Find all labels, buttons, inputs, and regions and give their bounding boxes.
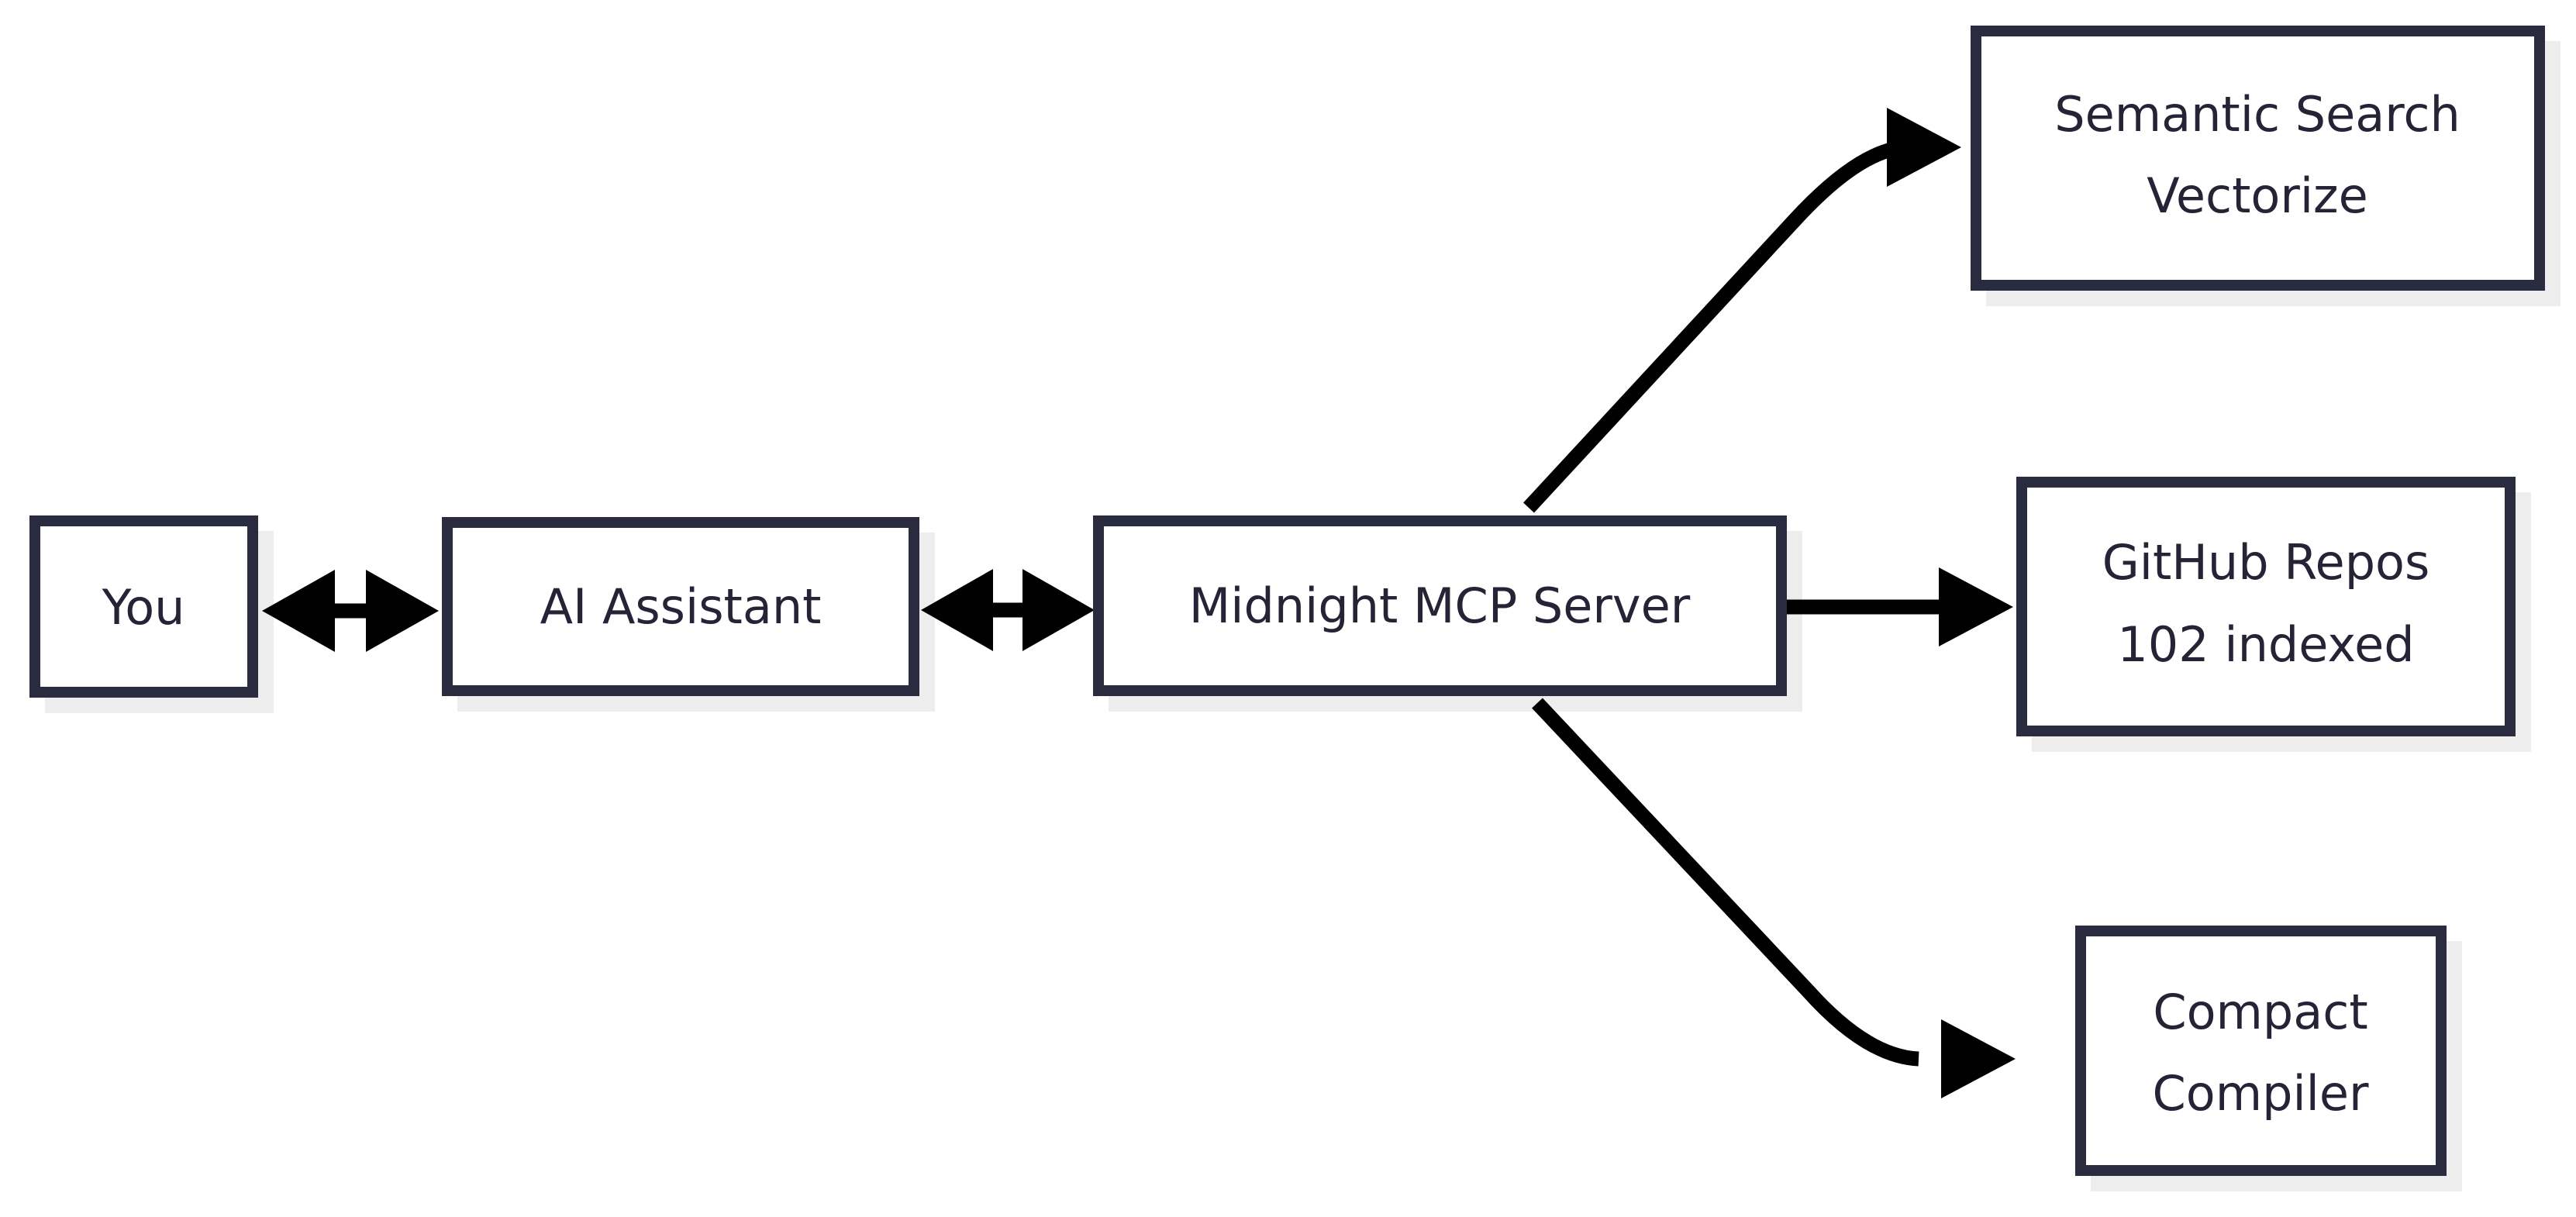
arrow-head-end (1941, 1019, 2016, 1098)
ai-assistant-label: AI Assistant (540, 578, 822, 635)
semantic-search-label-line2: Vectorize (2147, 167, 2367, 224)
edge-midnight-mcp-server-github-repos (1787, 567, 2013, 646)
you-label: You (102, 579, 185, 636)
arrow-head-right (366, 570, 439, 652)
arrow-head-left (262, 570, 335, 652)
arrow-head-right (1022, 569, 1095, 651)
arrow-head-end (1939, 567, 2013, 646)
arrow-head-end (1887, 108, 1961, 187)
github-repos-box[interactable] (2016, 477, 2516, 736)
node-compact-compiler[interactable]: Compact Compiler (2075, 926, 2447, 1176)
semantic-search-label-line1: Semantic Search (2054, 86, 2460, 143)
github-repos-label-line1: GitHub Repos (2102, 534, 2430, 591)
arrow-head-left (921, 569, 993, 651)
edge-midnight-mcp-server-semantic-search (1523, 108, 1961, 513)
node-ai-assistant[interactable]: AI Assistant (442, 517, 919, 696)
semantic-search-box[interactable] (1971, 26, 2545, 291)
compact-compiler-label-line2: Compiler (2152, 1065, 2369, 1122)
midnight-mcp-server-box[interactable] (1093, 515, 1787, 696)
compact-compiler-label-line1: Compact (2153, 984, 2367, 1040)
github-repos-label-line2: 102 indexed (2117, 616, 2414, 673)
node-semantic-search[interactable]: Semantic Search Vectorize (1971, 26, 2545, 291)
node-midnight-mcp-server[interactable]: Midnight MCP Server (1093, 515, 1787, 696)
edge-midnight-mcp-server-compact-compiler (1532, 698, 2016, 1098)
midnight-mcp-server-label: Midnight MCP Server (1189, 577, 1691, 634)
node-github-repos[interactable]: GitHub Repos 102 indexed (2016, 477, 2516, 736)
compact-compiler-box[interactable] (2075, 926, 2447, 1176)
edge-you-ai-assistant (262, 570, 439, 652)
edge-ai-assistant-midnight-mcp-server (921, 569, 1095, 651)
node-you[interactable]: You (29, 515, 258, 698)
you-box[interactable] (29, 515, 258, 698)
ai-assistant-box[interactable] (442, 517, 919, 696)
